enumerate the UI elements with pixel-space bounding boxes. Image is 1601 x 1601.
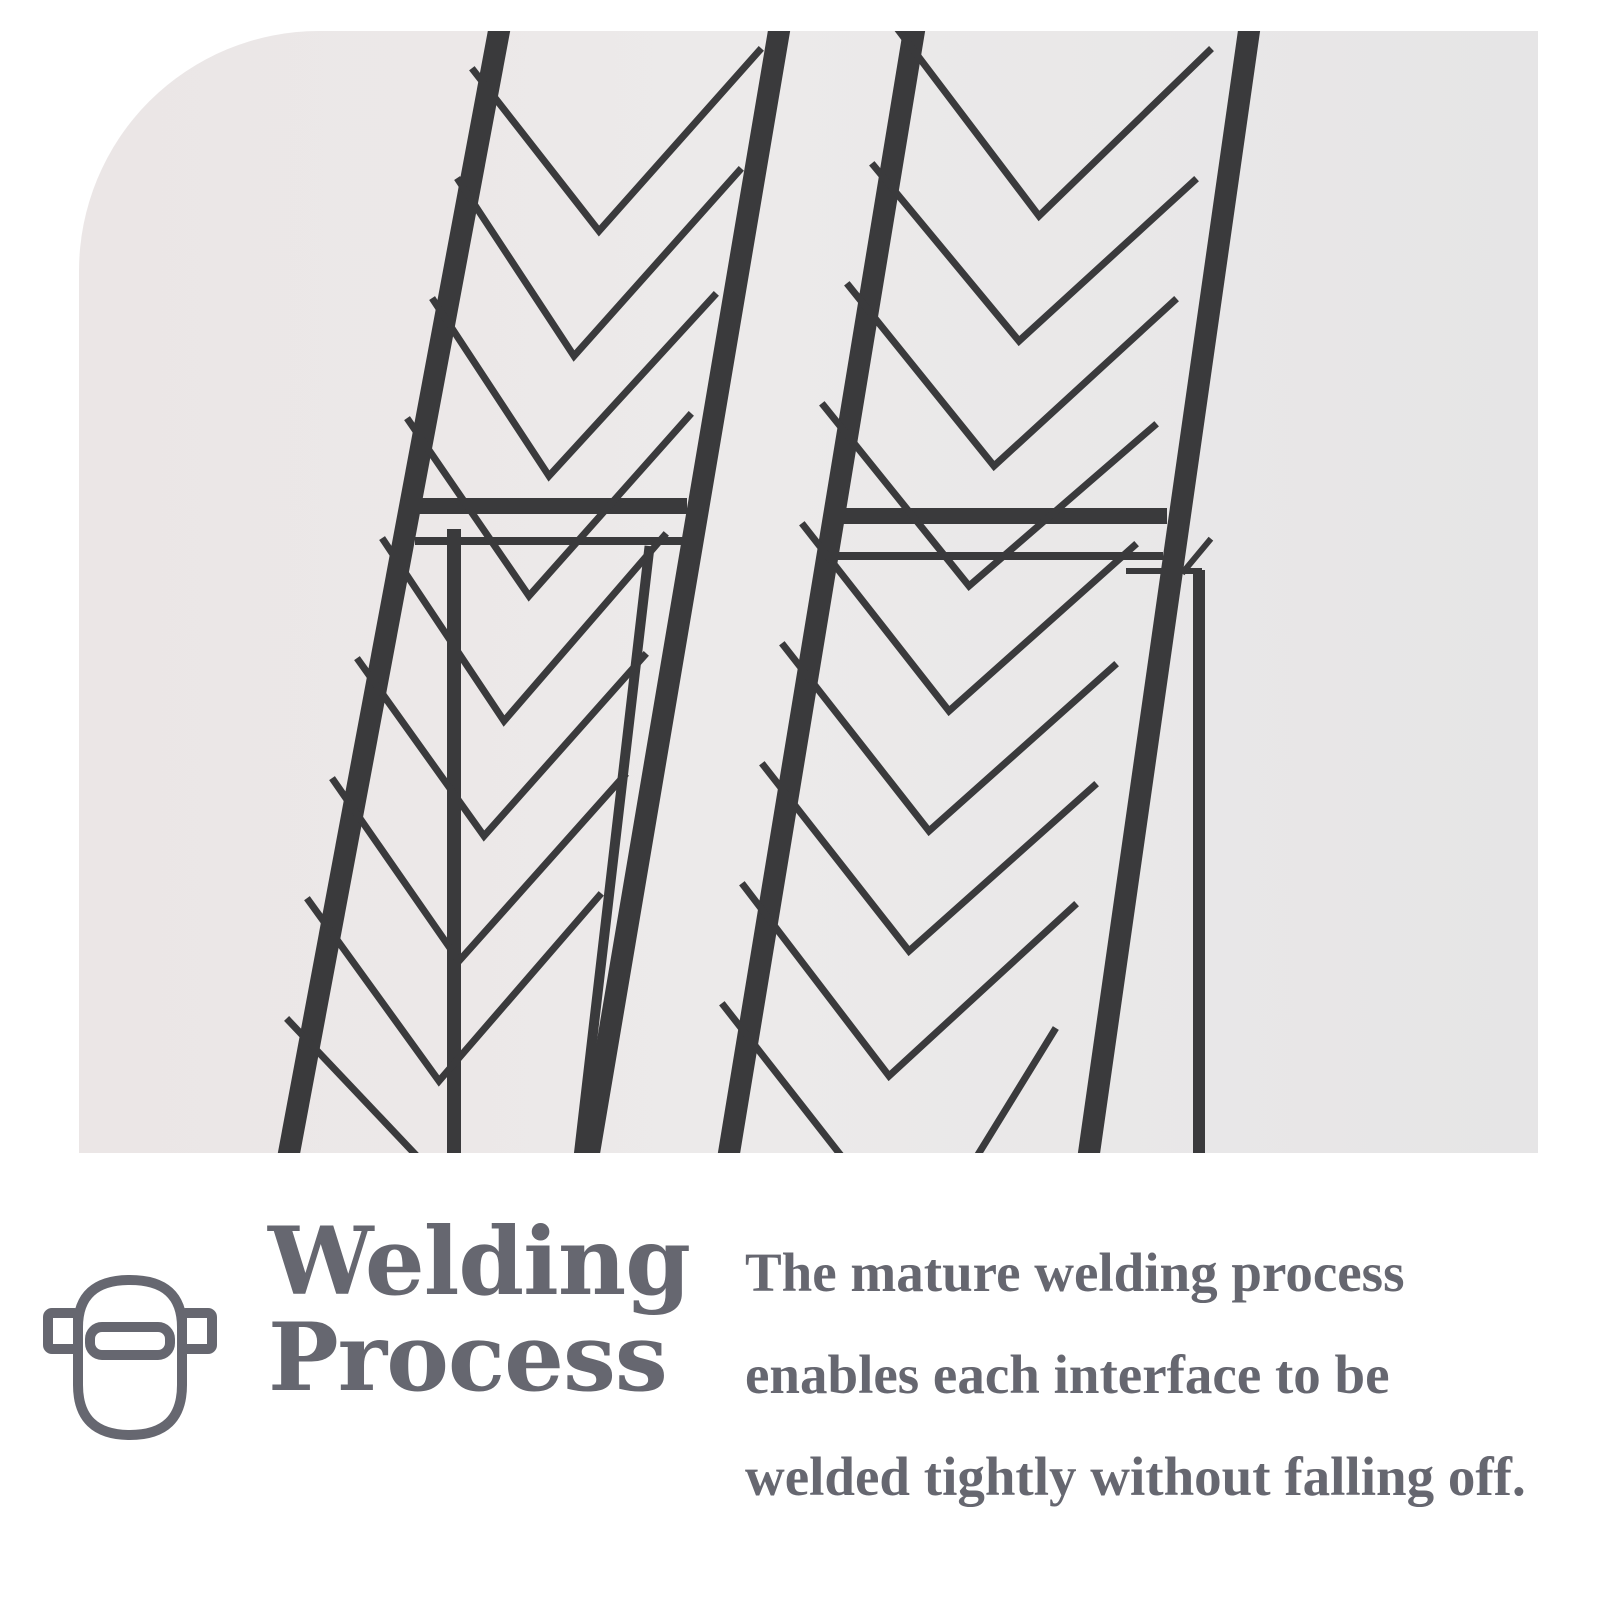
right-rack-frame [717, 31, 1261, 1153]
description-line: The mature welding process [745, 1242, 1405, 1303]
product-photo [79, 31, 1538, 1153]
rack-frames-illustration [277, 31, 1261, 1153]
welding-helmet-icon [40, 1275, 220, 1445]
feature-description: The mature welding process enables each … [745, 1222, 1585, 1528]
feature-title-line1: Welding [268, 1207, 691, 1317]
description-line: enables each interface to be [745, 1344, 1390, 1405]
description-line: welded tightly without falling off. [745, 1446, 1526, 1507]
feature-title: Welding Process [268, 1214, 691, 1407]
feature-title-line2: Process [268, 1302, 668, 1413]
left-rack-frame [277, 31, 791, 1153]
